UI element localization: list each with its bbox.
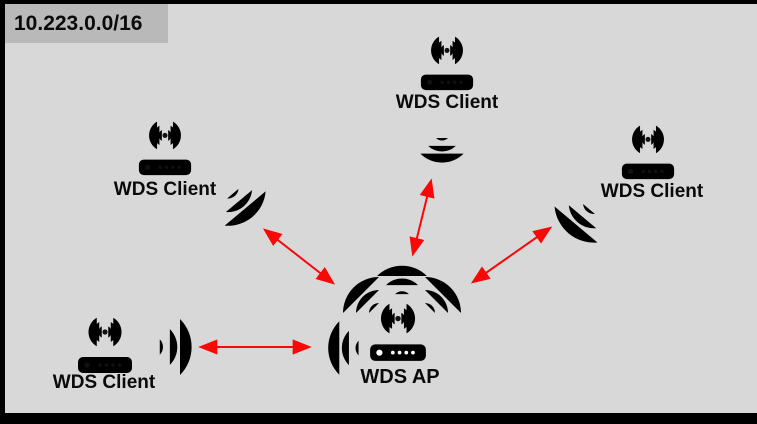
node-label-client-right: WDS Client xyxy=(600,181,704,202)
link-arrow-left-client-ap xyxy=(262,228,336,285)
wireless-router-icon xyxy=(621,125,675,180)
wireless-router-icon xyxy=(78,317,132,373)
wifi-signal-icon-client-bottom-left xyxy=(159,318,192,376)
wireless-router-icon xyxy=(420,36,474,91)
node-label-client-bottom-left: WDS Client xyxy=(52,372,156,393)
link-arrow-top-client-ap xyxy=(409,178,435,257)
wifi-cloud-icon-ap-left xyxy=(328,321,359,375)
frame-left-bar xyxy=(0,0,5,424)
network-cidr-badge: 10.223.0.0/16 xyxy=(5,4,168,43)
wireless-router-icon xyxy=(138,121,192,176)
frame-bottom-bar xyxy=(0,413,757,424)
wireless-ap-icon xyxy=(370,303,426,361)
link-arrow-right-client-ap xyxy=(470,226,553,284)
wifi-signal-icon-client-left xyxy=(212,176,273,235)
node-label-ap: WDS AP xyxy=(360,366,440,388)
node-label-client-left: WDS Client xyxy=(113,179,217,200)
wifi-signal-icon-client-top xyxy=(420,138,464,163)
wifi-cloud-icon-ap-up xyxy=(377,265,427,295)
frame-top-bar xyxy=(0,0,757,4)
node-label-client-top: WDS Client xyxy=(395,92,499,113)
network-cidr-label: 10.223.0.0/16 xyxy=(14,11,143,35)
